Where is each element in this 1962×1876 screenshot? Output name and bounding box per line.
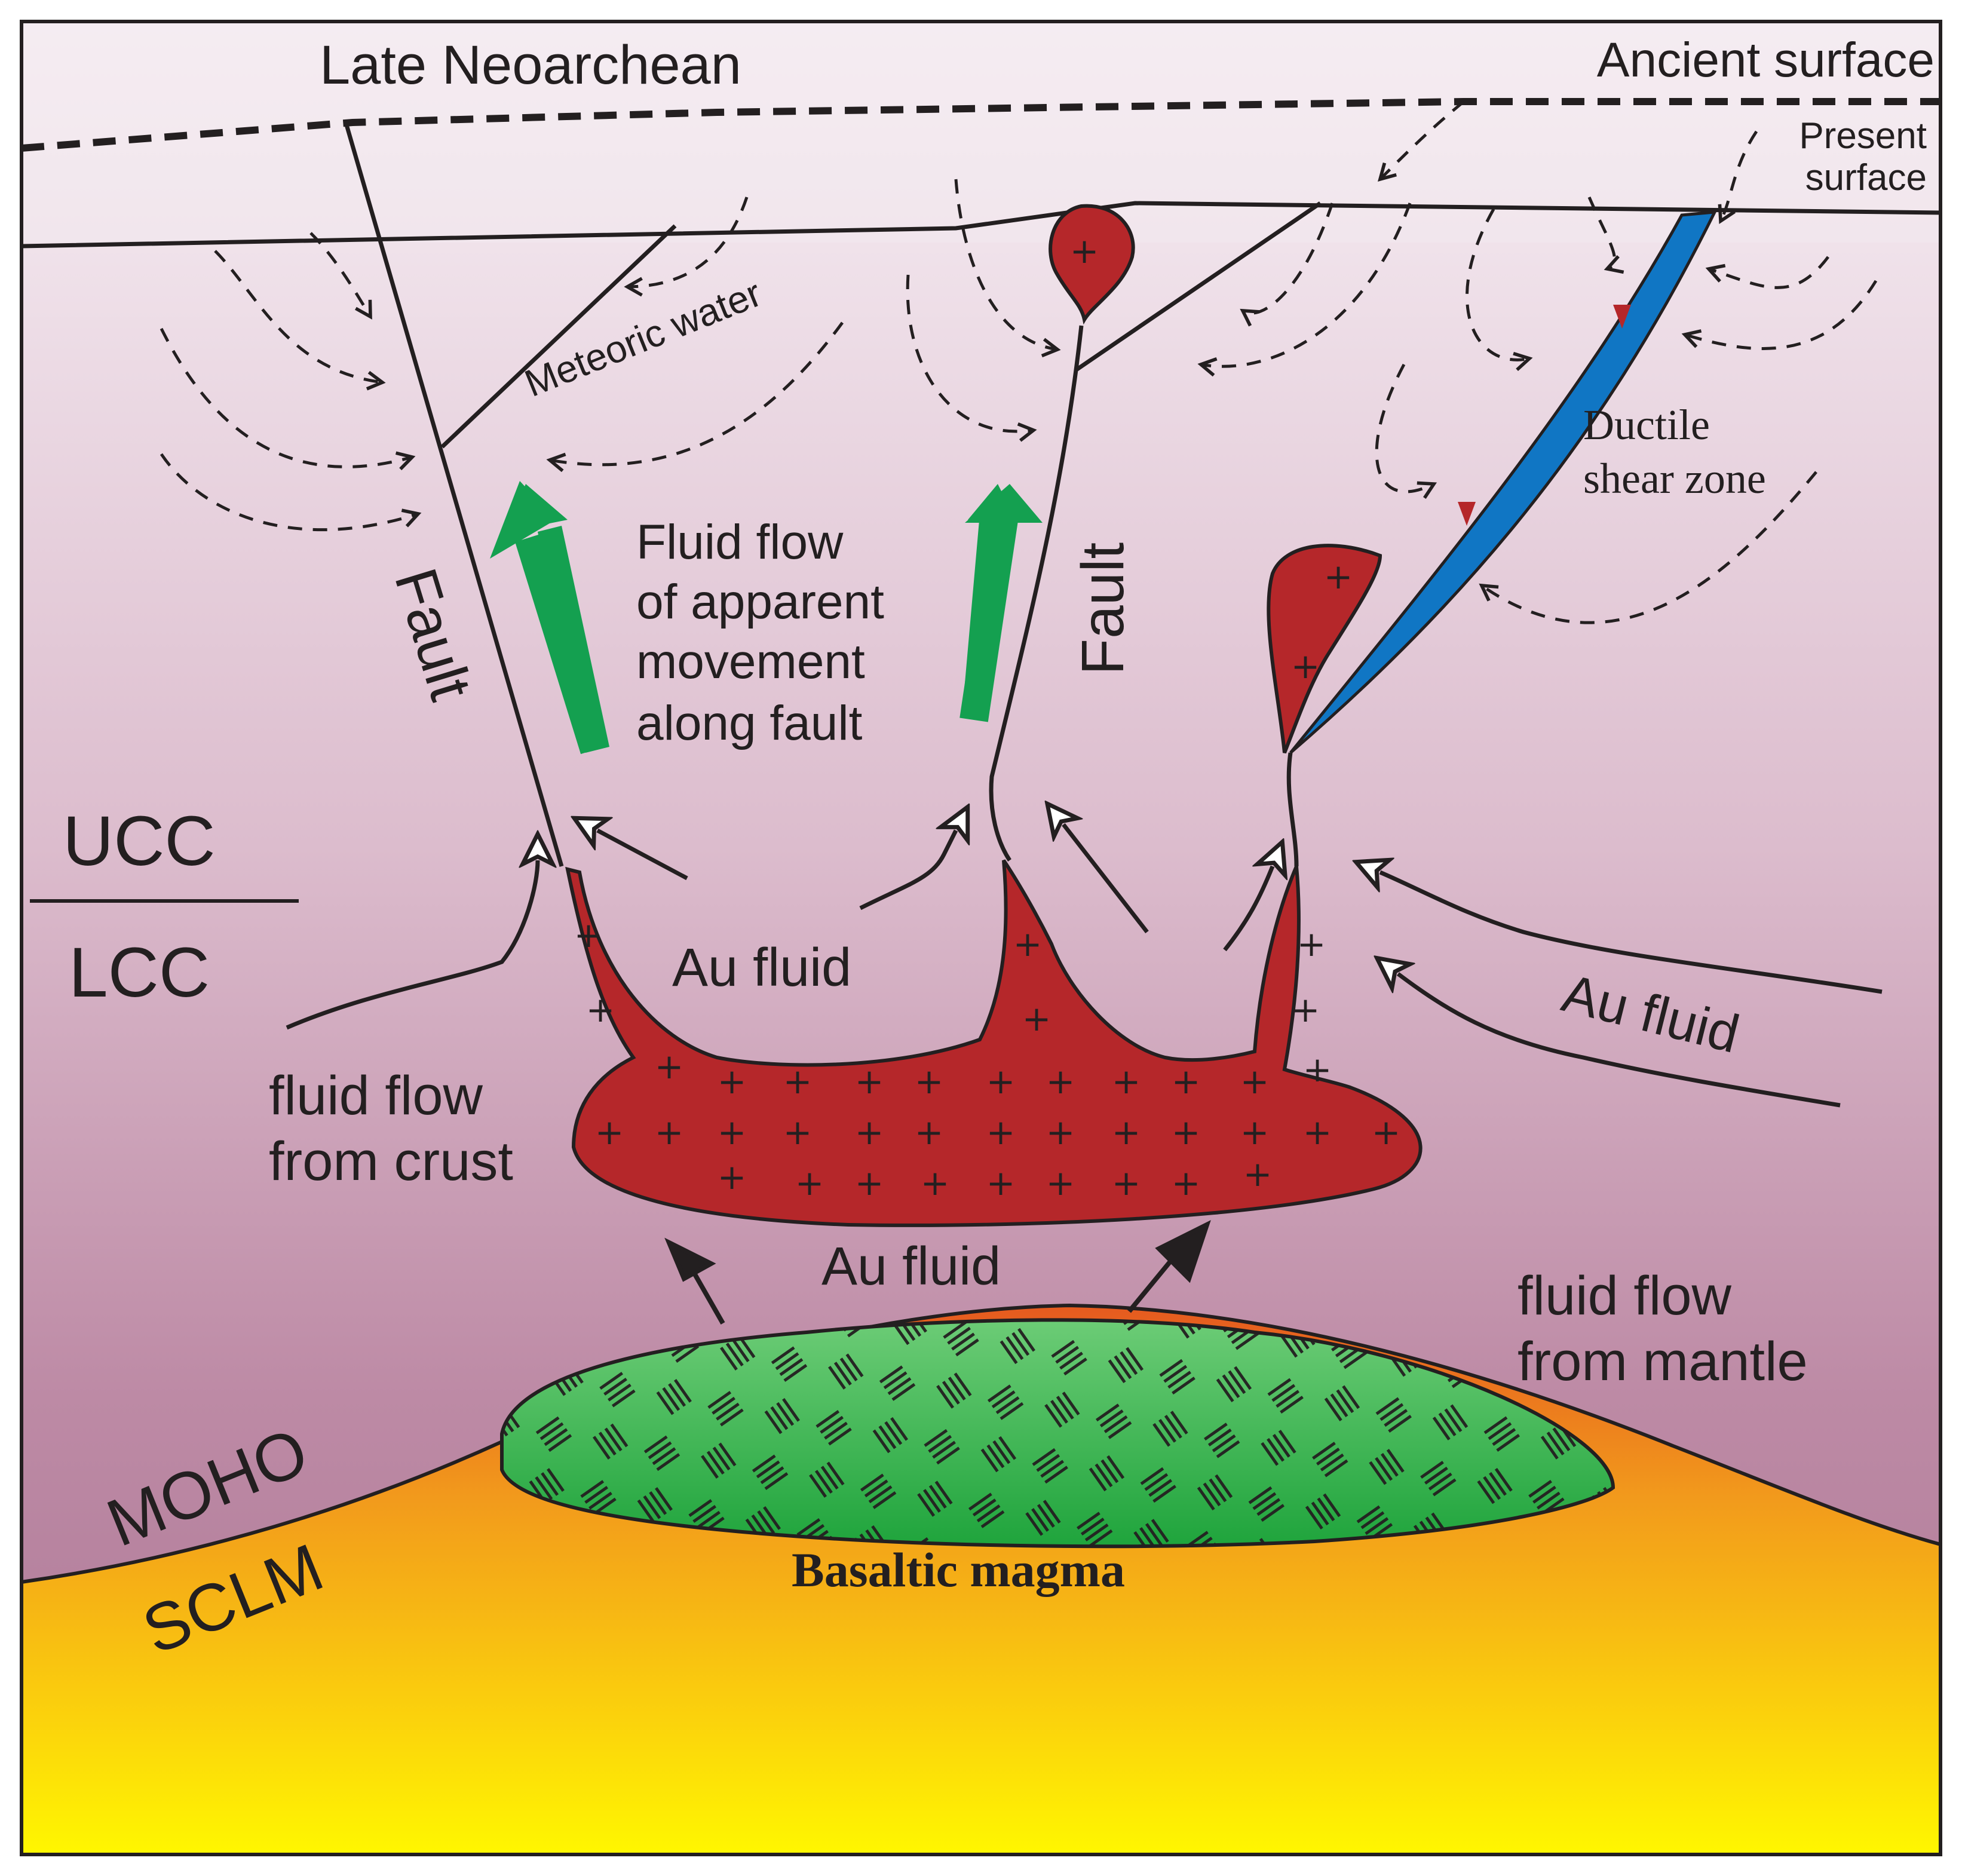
granite-plus-symbol: + <box>718 1157 747 1197</box>
granite-plus-symbol: + <box>1172 1112 1201 1152</box>
label-mantle-2: from mantle <box>1518 1331 1808 1392</box>
granite-plus-symbol: + <box>1372 1112 1401 1152</box>
diagram-frame <box>20 20 1942 1856</box>
granite-plus-symbol: + <box>718 1112 747 1152</box>
upper-granite-blob <box>1049 204 1135 325</box>
label-late-neoarchean: Late Neoarchean <box>320 35 741 96</box>
granite-plus-symbol: + <box>574 915 603 955</box>
label-lcc: LCC <box>69 933 210 1012</box>
center-fault-line <box>989 325 1084 862</box>
center-fault-branch <box>1074 201 1322 372</box>
right-granite-blob <box>1267 544 1382 754</box>
label-fluid-flow-2: of apparent <box>636 575 884 629</box>
granite-plus-symbol: + <box>718 1061 747 1102</box>
granite-plus-symbol: + <box>855 1163 884 1203</box>
left-fault-line <box>343 120 564 867</box>
granite-bodies <box>565 204 1423 1227</box>
label-fluid-flow-4: along fault <box>636 696 863 750</box>
granite-plus-symbol: + <box>1324 556 1353 597</box>
granite-plus-symbol: + <box>855 1112 884 1152</box>
label-ucc: UCC <box>63 802 216 881</box>
granite-plus-symbol: + <box>655 1112 684 1152</box>
label-basaltic-magma: Basaltic magma <box>792 1543 1125 1597</box>
granite-plus-symbol: + <box>586 989 615 1030</box>
granite-plus-symbol: + <box>1240 1061 1270 1102</box>
label-present-surface-2: surface <box>1805 157 1927 198</box>
granite-plus-symbol: + <box>783 1061 813 1102</box>
label-ancient-surface: Ancient surface <box>1597 33 1935 87</box>
label-crust-2: from crust <box>269 1131 513 1192</box>
label-fault-center: Fault <box>1069 542 1136 675</box>
granite-plus-symbol: + <box>783 1112 813 1152</box>
granite-plus-symbol: + <box>595 1112 624 1152</box>
label-present-surface-1: Present <box>1799 115 1927 157</box>
faults <box>343 120 1322 867</box>
present-surface-line <box>21 201 1941 249</box>
right-fault-line <box>1286 752 1299 867</box>
granite-plus-symbol: + <box>1240 1112 1270 1152</box>
meteoric-water-paths <box>160 100 1878 624</box>
central-granite-pluton <box>565 859 1423 1227</box>
granite-plus-symbol: + <box>1243 1154 1273 1194</box>
granite-plus-symbol: + <box>1112 1163 1141 1203</box>
granite-plus-symbol: + <box>1172 1061 1201 1102</box>
ductile-shear-zone <box>1289 210 1718 754</box>
label-shear-zone: shear zone <box>1583 455 1766 502</box>
shear-zone-markers <box>1458 305 1631 526</box>
label-crust-1: fluid flow <box>269 1065 483 1126</box>
granite-plus-symbol: + <box>1297 924 1326 964</box>
label-au-fluid-center: Au fluid <box>672 938 851 998</box>
mantle-fluid-arrows <box>664 1220 1211 1325</box>
granite-plus-symbol: + <box>1291 989 1320 1030</box>
label-fluid-flow-3: movement <box>636 634 865 689</box>
granite-plus-symbol: + <box>1112 1112 1141 1152</box>
granite-plus-symbol: + <box>915 1112 944 1152</box>
label-mantle-1: fluid flow <box>1518 1265 1731 1326</box>
granite-plus-symbol: + <box>1172 1163 1201 1203</box>
granite-plus-symbol: + <box>795 1163 824 1203</box>
granite-plus-symbol: + <box>855 1061 884 1102</box>
ancient-surface-line <box>21 98 1940 152</box>
au-fluid-arrows <box>286 824 1883 1108</box>
granite-plus-symbol: + <box>1303 1112 1332 1152</box>
granite-plus-symbol: + <box>915 1061 944 1102</box>
granite-plus-symbol: + <box>986 1061 1016 1102</box>
granite-plus-symbols: ++++++++++++++++++++++++++++++++++++++++… <box>574 231 1401 1203</box>
granite-plus-symbol: + <box>1046 1112 1075 1152</box>
basaltic-magma-body <box>500 1318 1615 1549</box>
granite-plus-symbol: + <box>986 1163 1016 1203</box>
above-present-surface <box>22 22 1940 243</box>
label-fluid-flow-1: Fluid flow <box>636 515 844 569</box>
granite-plus-symbol: + <box>1303 1049 1332 1090</box>
granite-plus-symbol: + <box>655 1046 684 1087</box>
granite-plus-symbol: + <box>1013 924 1043 964</box>
granite-plus-symbol: + <box>986 1112 1016 1152</box>
left-fault-branch <box>440 224 677 449</box>
granite-plus-symbol: + <box>1046 1163 1075 1203</box>
label-au-fluid-lower: Au fluid <box>821 1237 1001 1296</box>
label-ductile: Ductile <box>1583 401 1710 449</box>
granite-plus-symbol: + <box>1070 231 1099 271</box>
granite-plus-symbol: + <box>1112 1061 1141 1102</box>
granite-plus-symbol: + <box>921 1163 950 1203</box>
granite-plus-symbol: + <box>1291 646 1320 686</box>
granite-plus-symbol: + <box>1046 1061 1075 1102</box>
granite-plus-symbol: + <box>1022 998 1051 1039</box>
